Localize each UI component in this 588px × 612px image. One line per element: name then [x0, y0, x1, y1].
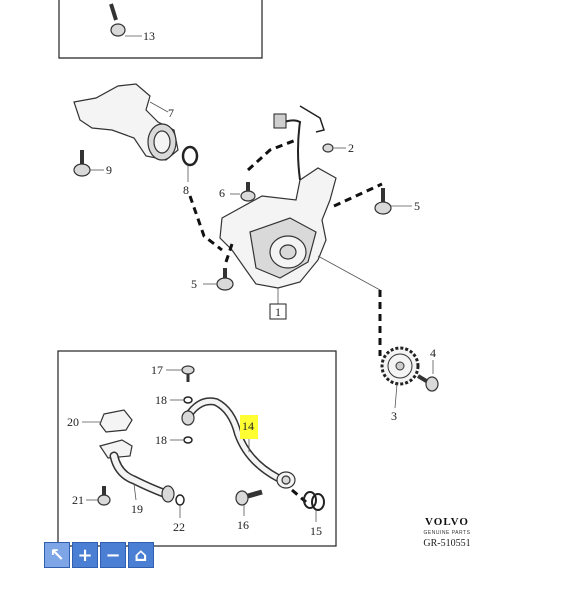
volvo-logo: VOLVO: [425, 516, 469, 528]
top-inset-frame: [58, 0, 263, 59]
callout-2[interactable]: 2: [348, 141, 354, 155]
callout-18-lower[interactable]: 18: [155, 433, 167, 447]
link-line-bolt-5-left: [224, 243, 234, 263]
callout-1-box: [269, 303, 287, 320]
o-ring-8[interactable]: [181, 145, 199, 182]
callout-5-left[interactable]: 5: [191, 277, 197, 291]
callout-1[interactable]: 1: [275, 305, 281, 319]
callout-5-right[interactable]: 5: [414, 199, 420, 213]
home-button[interactable]: ⌂: [128, 542, 154, 568]
link-line-bolt-6: [246, 138, 297, 172]
callout-22[interactable]: 22: [173, 520, 185, 534]
home-icon: ⌂: [134, 544, 148, 566]
viewer-toolbar: ↖ + − ⌂: [44, 542, 154, 568]
callout-3[interactable]: 3: [391, 409, 397, 423]
drawing-reference: GR-510551: [423, 538, 471, 549]
minus-icon: −: [105, 544, 121, 566]
callout-17[interactable]: 17: [151, 363, 163, 377]
bracket-20[interactable]: [82, 409, 133, 433]
callout-18-upper[interactable]: 18: [155, 393, 167, 407]
seal-15[interactable]: [303, 491, 325, 522]
callout-19[interactable]: 19: [131, 502, 143, 516]
link-line-bolt-5-right: [333, 182, 383, 208]
callout-14-highlight: [240, 415, 258, 439]
bolt-16[interactable]: [235, 489, 263, 516]
cursor-icon: ↖: [49, 544, 65, 566]
callout-13[interactable]: 13: [143, 29, 155, 43]
pickup-housing-7[interactable]: [73, 83, 179, 161]
callout-21[interactable]: 21: [72, 493, 84, 507]
callout-8[interactable]: 8: [183, 183, 189, 197]
oil-pump-1[interactable]: [219, 105, 337, 304]
plus-icon: +: [77, 544, 93, 566]
link-line-sprocket-thin: [317, 255, 381, 291]
callout-7[interactable]: 7: [168, 106, 174, 120]
zoom-out-button[interactable]: −: [100, 542, 126, 568]
washer-2[interactable]: [322, 143, 346, 153]
select-tool-button[interactable]: ↖: [44, 542, 70, 568]
bolt-5-left[interactable]: [203, 268, 234, 291]
bolt-5-right[interactable]: [374, 188, 412, 215]
sprocket-3[interactable]: [380, 346, 420, 409]
bolt-13[interactable]: [109, 3, 142, 37]
bolt-21[interactable]: [86, 486, 111, 506]
bolt-6[interactable]: [230, 182, 256, 202]
washer-18-lower[interactable]: [170, 436, 193, 444]
callout-4[interactable]: 4: [430, 346, 436, 360]
callout-15[interactable]: 15: [310, 524, 322, 538]
bolt-17[interactable]: [166, 365, 195, 382]
washer-18-upper[interactable]: [170, 396, 193, 404]
oil-pipe-14[interactable]: [181, 397, 296, 489]
o-ring-22[interactable]: [175, 494, 185, 518]
bottom-inset-frame: [57, 350, 337, 547]
callout-14[interactable]: 14: [242, 419, 254, 433]
bolt-9[interactable]: [73, 150, 104, 177]
callout-16[interactable]: 16: [237, 518, 249, 532]
callout-9[interactable]: 9: [106, 163, 112, 177]
genuine-parts-label: GENUINE PARTS: [423, 530, 471, 536]
bolt-4[interactable]: [416, 360, 439, 392]
callout-6[interactable]: 6: [219, 186, 225, 200]
callout-20[interactable]: 20: [67, 415, 79, 429]
zoom-in-button[interactable]: +: [72, 542, 98, 568]
link-line-pickup: [188, 195, 223, 252]
pipe-19[interactable]: [99, 439, 175, 503]
